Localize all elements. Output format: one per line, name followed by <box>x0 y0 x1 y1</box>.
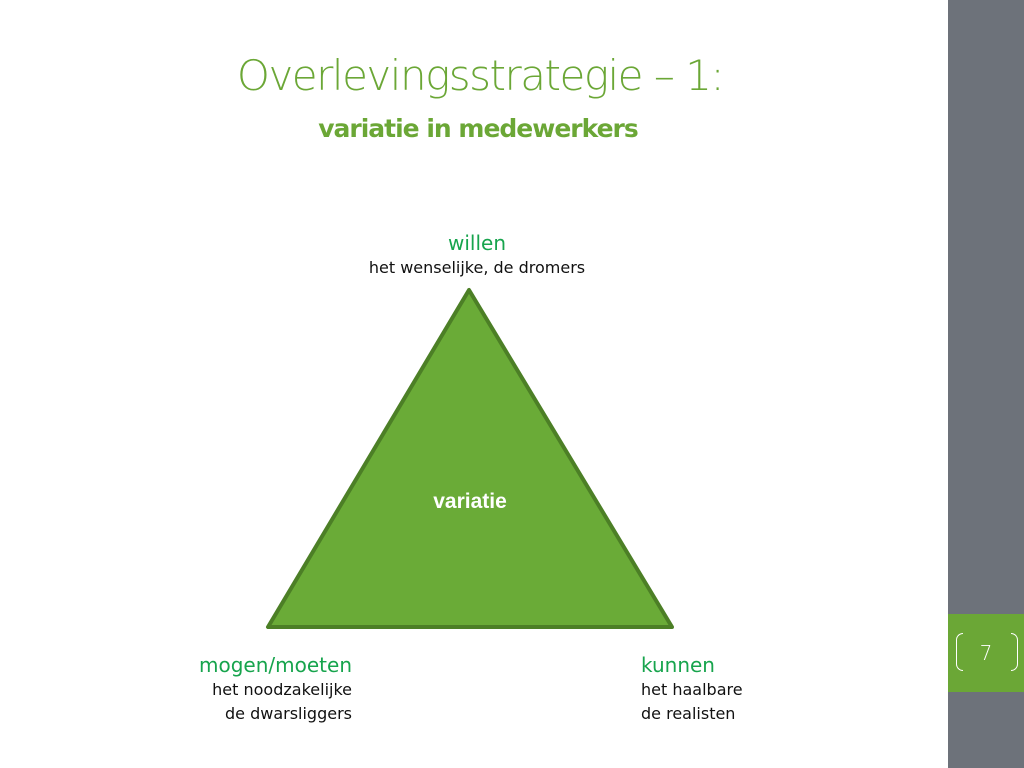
triangle-center-label: variatie <box>433 490 507 513</box>
vertex-bottom-right-description-1: het haalbare <box>641 680 743 699</box>
page-number: 7 <box>979 641 993 665</box>
vertex-bottom-left-description-2: de dwarsliggers <box>224 704 352 723</box>
vertex-bottom-left-description-1: het noodzakelijke <box>212 680 352 699</box>
vertex-top-heading: willen <box>447 231 506 255</box>
slide-subtitle: variatie in medewerkers <box>318 114 639 143</box>
vertex-bottom-right-heading: kunnen <box>641 653 715 677</box>
slide-title: Overlevingsstrategie – 1: <box>236 51 725 100</box>
page-number-box: 7 <box>948 614 1024 692</box>
vertex-bottom-left-heading: mogen/moeten <box>199 653 352 677</box>
triangle-diagram <box>266 288 674 629</box>
vertex-bottom-right-description-2: de realisten <box>641 704 736 723</box>
left-bracket-icon <box>956 633 963 671</box>
vertex-top-description: het wenselijke, de dromers <box>368 258 586 277</box>
vertex-bottom-right-label: kunnen het haalbare de realisten <box>641 652 901 726</box>
slide-canvas: Overlevingsstrategie – 1: variatie in me… <box>120 51 901 726</box>
vertex-bottom-left-label: mogen/moeten het noodzakelijke de dwarsl… <box>120 652 352 726</box>
variation-triangle <box>266 288 674 629</box>
vertex-top-label: willen het wenselijke, de dromers <box>300 230 654 280</box>
